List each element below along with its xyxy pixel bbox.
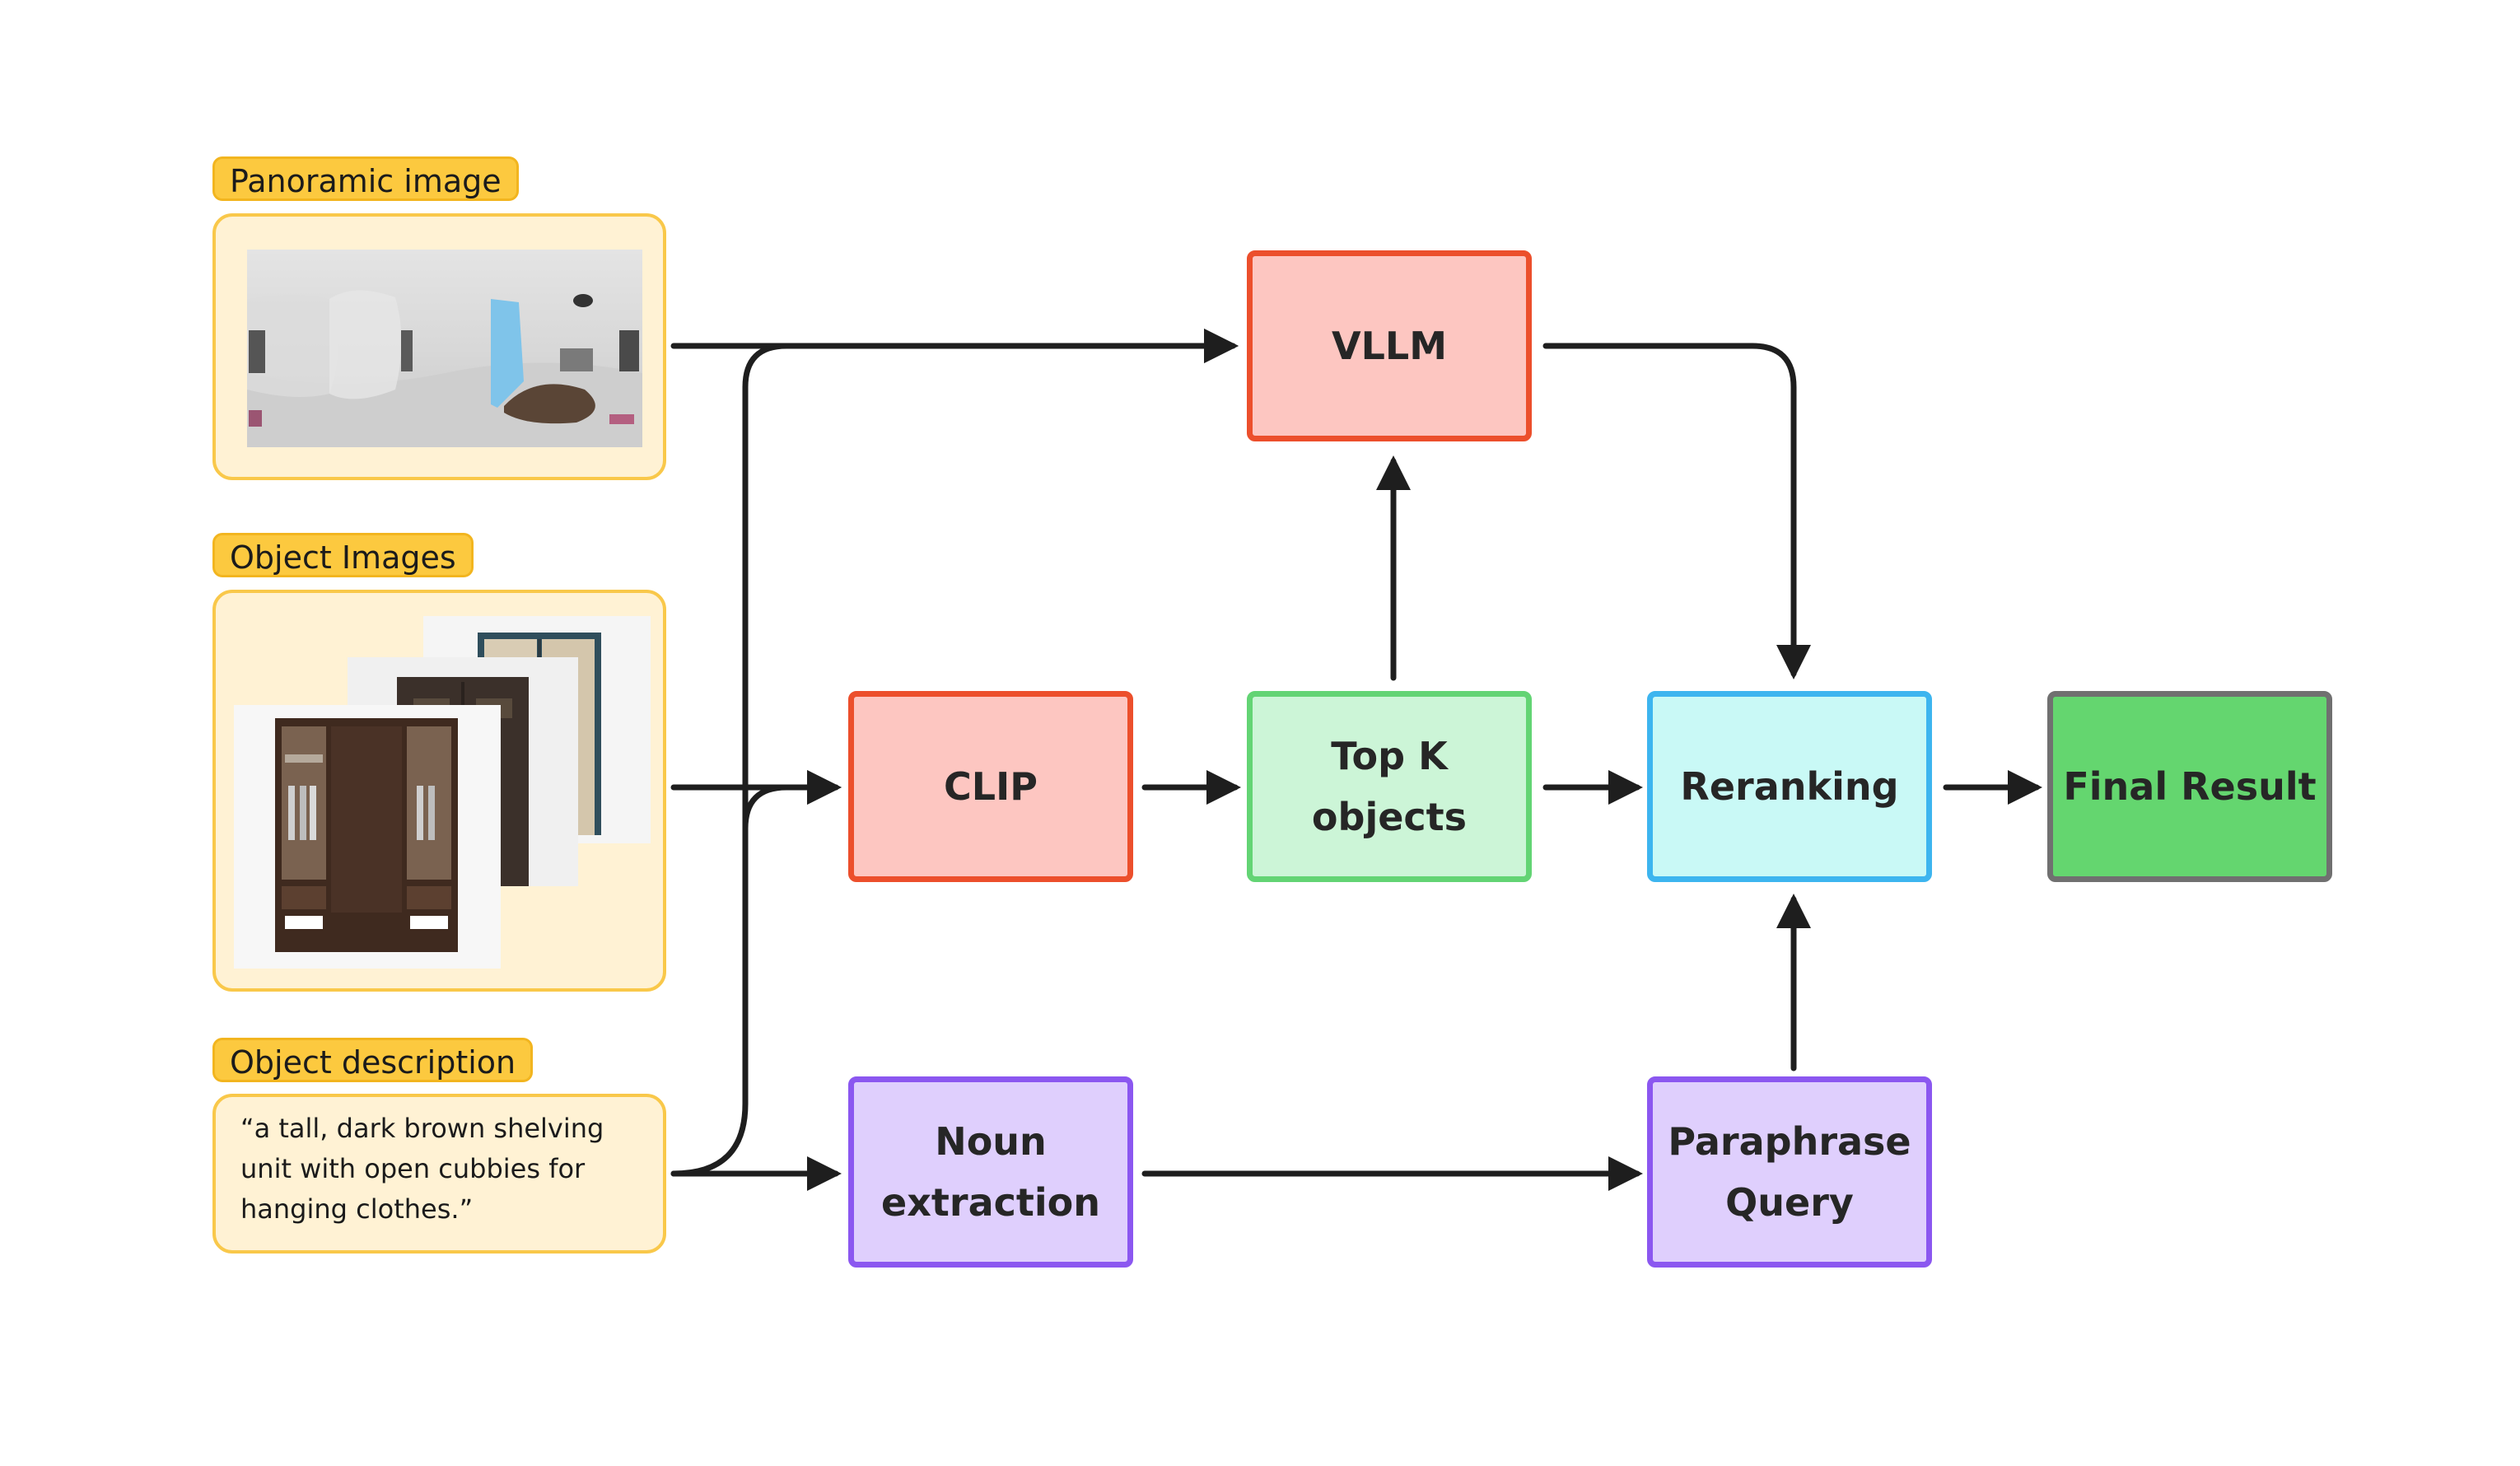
object-images-tag: Object Images (212, 533, 474, 577)
object-description-text: “a tall, dark brown shelving unit with o… (240, 1113, 604, 1225)
panoramic-image (247, 250, 642, 447)
final-result-node: Final Result (2047, 691, 2332, 882)
object-image-1 (234, 705, 501, 969)
noun-extraction-node: Noun extraction (848, 1076, 1133, 1268)
panoramic-image-box (212, 213, 666, 480)
arrow-description-to-clip (742, 770, 842, 1107)
object-description-tag: Object description (212, 1038, 534, 1082)
vllm-node: VLLM (1247, 250, 1532, 441)
reranking-node: Reranking (1647, 691, 1932, 882)
paraphrase-query-node: Paraphrase Query (1647, 1076, 1932, 1268)
panoramic-image-tag: Panoramic image (212, 156, 519, 201)
object-description-box: “a tall, dark brown shelving unit with o… (212, 1094, 666, 1254)
clip-node: CLIP (848, 691, 1133, 882)
object-images-box (212, 590, 666, 992)
wardrobe-open-icon (275, 718, 458, 952)
arrow-vllm-to-reranking (1542, 343, 1811, 679)
topk-objects-node: Top K objects (1247, 691, 1532, 882)
